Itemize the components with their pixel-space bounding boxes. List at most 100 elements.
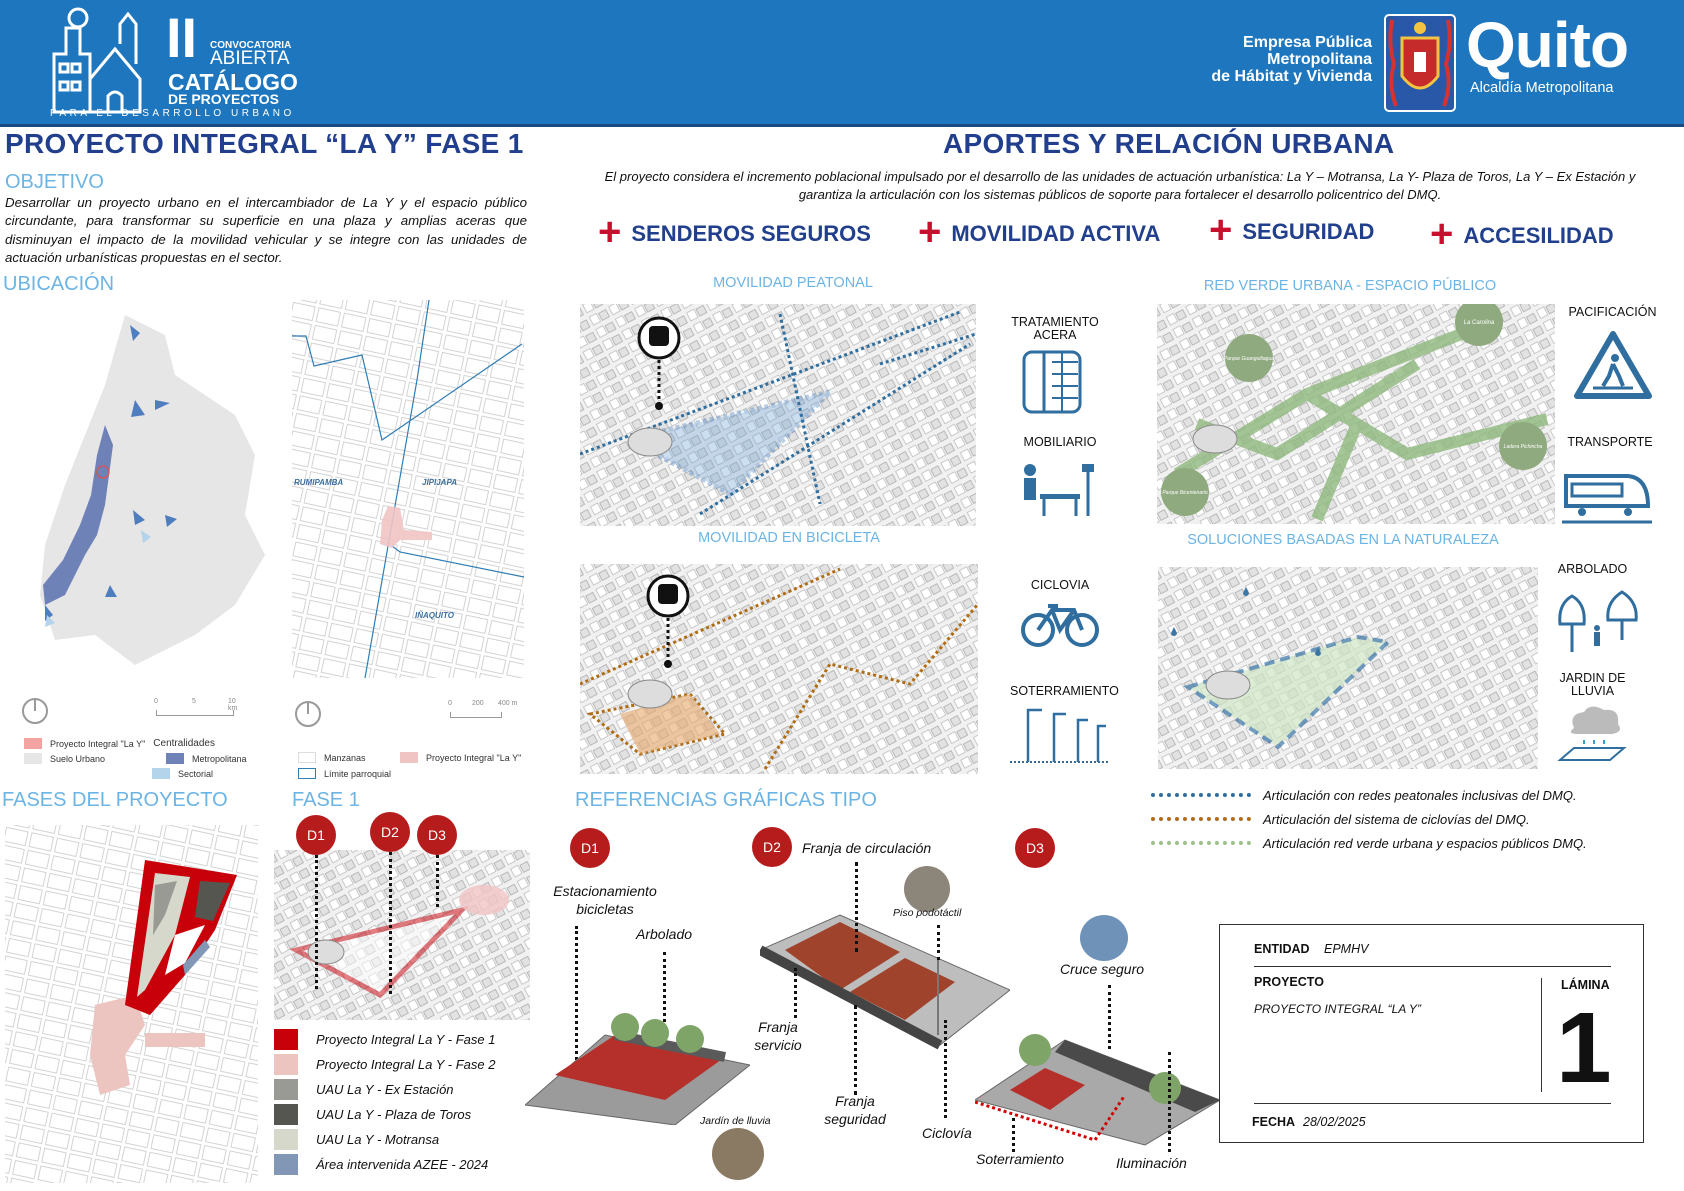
rain-garden-photo	[712, 1128, 764, 1180]
line-swatch	[1151, 793, 1251, 797]
phase1-heading: FASE 1	[292, 789, 360, 811]
legend-label: Límite parroquial	[324, 768, 392, 779]
legend-swatch	[274, 1154, 298, 1175]
legend-swatch	[274, 1104, 298, 1125]
marker-d2[interactable]: D2	[752, 827, 792, 867]
label-jardin: JARDIN DE LLUVIA	[1559, 671, 1626, 698]
street-lights-icon	[1010, 708, 1108, 763]
bicycle-icon	[1021, 604, 1099, 647]
phase2-area	[145, 1033, 205, 1047]
legend-label: UAU La Y - Motransa	[316, 1132, 440, 1147]
ex-estacion-area	[153, 881, 177, 935]
nature-solutions-diagram	[1158, 567, 1538, 769]
entity-name: Empresa Pública Metropolitana de Hábitat…	[1211, 34, 1372, 85]
legend-label: Articulación con redes peatonales inclus…	[1263, 787, 1577, 803]
leader-line	[575, 926, 578, 1066]
leader-line	[436, 855, 439, 907]
label-transporte: TRANSPORTE	[1567, 435, 1653, 449]
legend-label: Área intervenida AZEE - 2024	[316, 1157, 489, 1172]
plaza-area	[165, 925, 205, 975]
leader-line	[854, 1005, 857, 1095]
map1-legend: Proyecto Integral "La Y"Centralidades Su…	[24, 738, 247, 779]
references-heading: REFERENCIAS GRÁFICAS TIPO	[575, 789, 877, 811]
panel-title-naturaleza: SOLUCIONES BASADAS EN LA NATURALEZA	[1187, 532, 1499, 548]
place-label: IÑAQUITO	[415, 611, 455, 620]
scale-tick: 10 km	[228, 698, 238, 712]
d3-street-section	[975, 1034, 1220, 1146]
legend-swatch	[274, 1129, 298, 1150]
place-label: RUMIPAMBA	[294, 478, 343, 487]
leader-line	[1012, 1118, 1015, 1152]
legend-swatch	[24, 738, 42, 749]
marker-d3[interactable]: D3	[1015, 828, 1055, 868]
project-title: PROYECTO INTEGRAL “LA Y” FASE 1	[5, 128, 524, 159]
north-arrow-icon	[295, 701, 321, 727]
train-icon	[1562, 474, 1652, 524]
annotation-safety-strip: Franja seguridad	[824, 1093, 886, 1127]
pillar-label: ACCESILIDAD	[1463, 223, 1614, 248]
marker-d1[interactable]: D1	[570, 828, 610, 868]
plus-icon: +	[1430, 212, 1454, 256]
marker-d3[interactable]: D3	[417, 815, 457, 855]
phase-legend-item: UAU La Y - Motransa	[274, 1127, 495, 1152]
annotation-circulation-strip: Franja de circulación	[802, 840, 932, 856]
leader-line	[389, 852, 392, 994]
street-furniture-icon	[1024, 464, 1094, 516]
logo-proyectos: DE PROYECTOS	[168, 91, 279, 107]
title-block: ENTIDAD EPMHV PROYECTO PROYECTO INTEGRAL…	[1219, 924, 1644, 1143]
centralidades-title: Centralidades	[153, 738, 215, 749]
legend-label: UAU La Y - Plaza de Toros	[316, 1107, 472, 1122]
phase-legend-item: Proyecto Integral La Y - Fase 2	[274, 1052, 495, 1077]
plus-icon: +	[598, 210, 622, 254]
line-legend-item: Articulación del sistema de ciclovías de…	[1151, 807, 1587, 831]
scale-tick: 5	[192, 698, 196, 705]
label-arbolado: ARBOLADO	[1557, 562, 1628, 576]
azee-area	[183, 940, 210, 975]
leader-line	[937, 925, 940, 960]
legend-label: Proyecto Integral "La Y"	[50, 738, 146, 749]
annotation-service-strip: Franja servicio	[754, 1019, 802, 1053]
plus-icon: +	[1209, 208, 1233, 252]
label-acera: TRATAMIENTO ACERA	[1011, 315, 1099, 342]
leader-line	[1168, 1052, 1171, 1152]
urban-land-area	[40, 315, 265, 665]
date-label: FECHA	[1252, 1115, 1296, 1129]
leader-line	[944, 1020, 947, 1118]
safe-crossing-photo	[1080, 915, 1128, 961]
entity-line: de Hábitat y Vivienda	[1211, 68, 1372, 85]
scale-tick: 0	[448, 700, 452, 707]
scale-tick: 200	[472, 700, 484, 707]
marker-d2[interactable]: D2	[370, 812, 410, 852]
scale-bar-1: 0 5 10 km	[150, 698, 240, 718]
phases-map	[5, 825, 258, 1183]
line-legend: Articulación con redes peatonales inclus…	[1151, 783, 1587, 855]
legend-swatch	[274, 1079, 298, 1100]
objective-heading: OBJETIVO	[5, 171, 104, 193]
annotation-rain-garden: Jardín de lluvia	[700, 1115, 771, 1127]
legend-label: Proyecto Integral La Y - Fase 1	[316, 1032, 496, 1047]
annotation-bike-lane: Ciclovía	[922, 1125, 972, 1141]
city-buildings-logo-icon	[52, 7, 142, 114]
trees-icon	[1558, 590, 1638, 652]
sheet-number: 1	[1556, 992, 1612, 1104]
metro-icon	[646, 574, 690, 668]
pillar-label: MOVILIDAD ACTIVA	[951, 221, 1161, 246]
north-arrow-icon	[22, 698, 48, 724]
plaza-toros-area	[195, 881, 230, 921]
rain-garden-icon	[1557, 706, 1627, 761]
project-location-marker	[96, 465, 110, 479]
location-heading: UBICACIÓN	[3, 273, 115, 295]
leader-line	[794, 968, 797, 1018]
legend-swatch	[166, 753, 184, 764]
marker-d1[interactable]: D1	[296, 815, 336, 855]
legend-swatch	[152, 768, 170, 779]
entity-label: ENTIDAD	[1254, 942, 1310, 956]
legend-label: Metropolitana	[192, 753, 247, 764]
legend-swatch	[298, 768, 316, 779]
phase-legend-item: UAU La Y - Ex Estación	[274, 1077, 495, 1102]
legend-swatch	[298, 752, 316, 763]
sidewalk-icon	[1022, 350, 1082, 414]
pillar-label: SENDEROS SEGUROS	[631, 221, 871, 246]
annotation-trees: Arbolado	[636, 926, 693, 942]
